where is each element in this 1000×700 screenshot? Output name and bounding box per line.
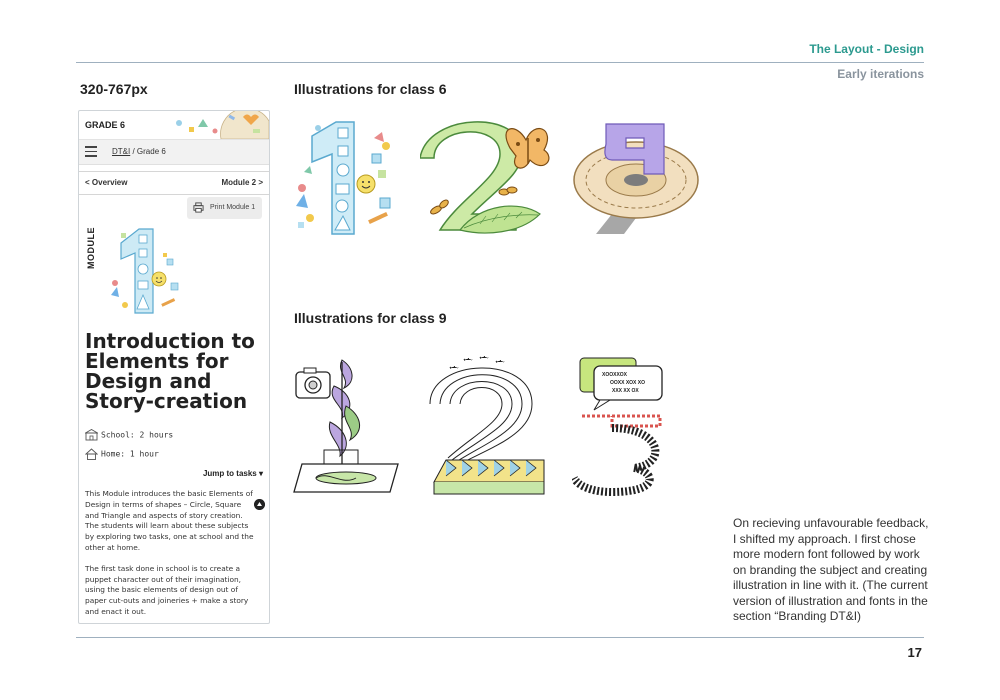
class-9-numeral-3-illustration: XOOXXOX OOXX XOX XO XXX XX OX xyxy=(572,357,663,497)
breadcrumb-link-dti[interactable]: DT&I xyxy=(112,147,131,156)
module-pager: < Overview Module 2 > xyxy=(79,171,269,195)
school-duration-text: School: 2 hours xyxy=(101,430,174,440)
header-doodles-icon xyxy=(176,111,269,139)
jump-to-tasks-label: Jump to tasks xyxy=(202,469,257,478)
breakpoint-label: 320-767px xyxy=(80,81,148,97)
print-module-button[interactable]: Print Module 1 xyxy=(187,197,262,219)
caret-down-icon: ▾ xyxy=(258,469,263,478)
speech-bubble-line-2: OOXX XOX XO xyxy=(610,380,645,386)
module-description: This Module introduces the basic Element… xyxy=(85,489,257,623)
header-divider xyxy=(76,62,924,63)
mockup-top-bar: GRADE 6 xyxy=(79,111,269,140)
breadcrumb-current: / Grade 6 xyxy=(130,147,166,156)
module-title: Introduction to Elements for Design and … xyxy=(85,329,255,413)
description-paragraph-2: The first task done in school is to crea… xyxy=(85,563,249,616)
section-title: The Layout - Design xyxy=(809,42,924,56)
class-6-numeral-1-illustration xyxy=(296,121,391,235)
grade-label: GRADE 6 xyxy=(85,120,126,130)
section-subtitle: Early iterations xyxy=(837,67,924,81)
class-6-numeral-9-illustration xyxy=(573,123,699,234)
class-9-numeral-2-illustration xyxy=(429,356,545,495)
page-number: 17 xyxy=(907,645,922,660)
scroll-to-top-icon[interactable] xyxy=(254,499,265,510)
class-6-heading: Illustrations for class 6 xyxy=(294,81,447,97)
footer-divider xyxy=(76,637,924,638)
breadcrumb: DT&I / Grade 6 xyxy=(112,147,166,156)
overview-link[interactable]: < Overview xyxy=(85,178,128,187)
home-duration-text: Home: 1 hour xyxy=(101,449,159,459)
menu-icon[interactable] xyxy=(85,146,97,160)
print-module-label: Print Module 1 xyxy=(210,204,256,211)
school-duration: School: 2 hours xyxy=(85,429,173,441)
school-icon xyxy=(85,429,98,441)
class-9-heading: Illustrations for class 9 xyxy=(294,310,447,326)
module-one-illustration xyxy=(111,228,179,314)
class-9-numeral-1-illustration xyxy=(293,359,399,493)
mockup-nav-bar: DT&I / Grade 6 xyxy=(79,140,269,165)
module-vertical-label: MODULE xyxy=(86,227,96,269)
class-6-numeral-2-illustration xyxy=(420,121,550,234)
feedback-note: On recieving unfavourable feedback, I sh… xyxy=(733,516,929,623)
speech-bubble-line-1: XOOXXOX xyxy=(602,372,628,378)
speech-bubble-line-3: XXX XX OX xyxy=(612,388,639,394)
jump-to-tasks-link[interactable]: Jump to tasks ▾ xyxy=(203,469,263,478)
next-module-link[interactable]: Module 2 > xyxy=(221,178,263,187)
mobile-mockup: GRADE 6 DT&I / Grade 6 < Overview Module… xyxy=(78,110,270,624)
description-paragraph-1: This Module introduces the basic Element… xyxy=(85,489,254,552)
home-duration: Home: 1 hour xyxy=(85,448,159,460)
printer-icon xyxy=(193,202,204,213)
home-icon xyxy=(85,448,98,460)
